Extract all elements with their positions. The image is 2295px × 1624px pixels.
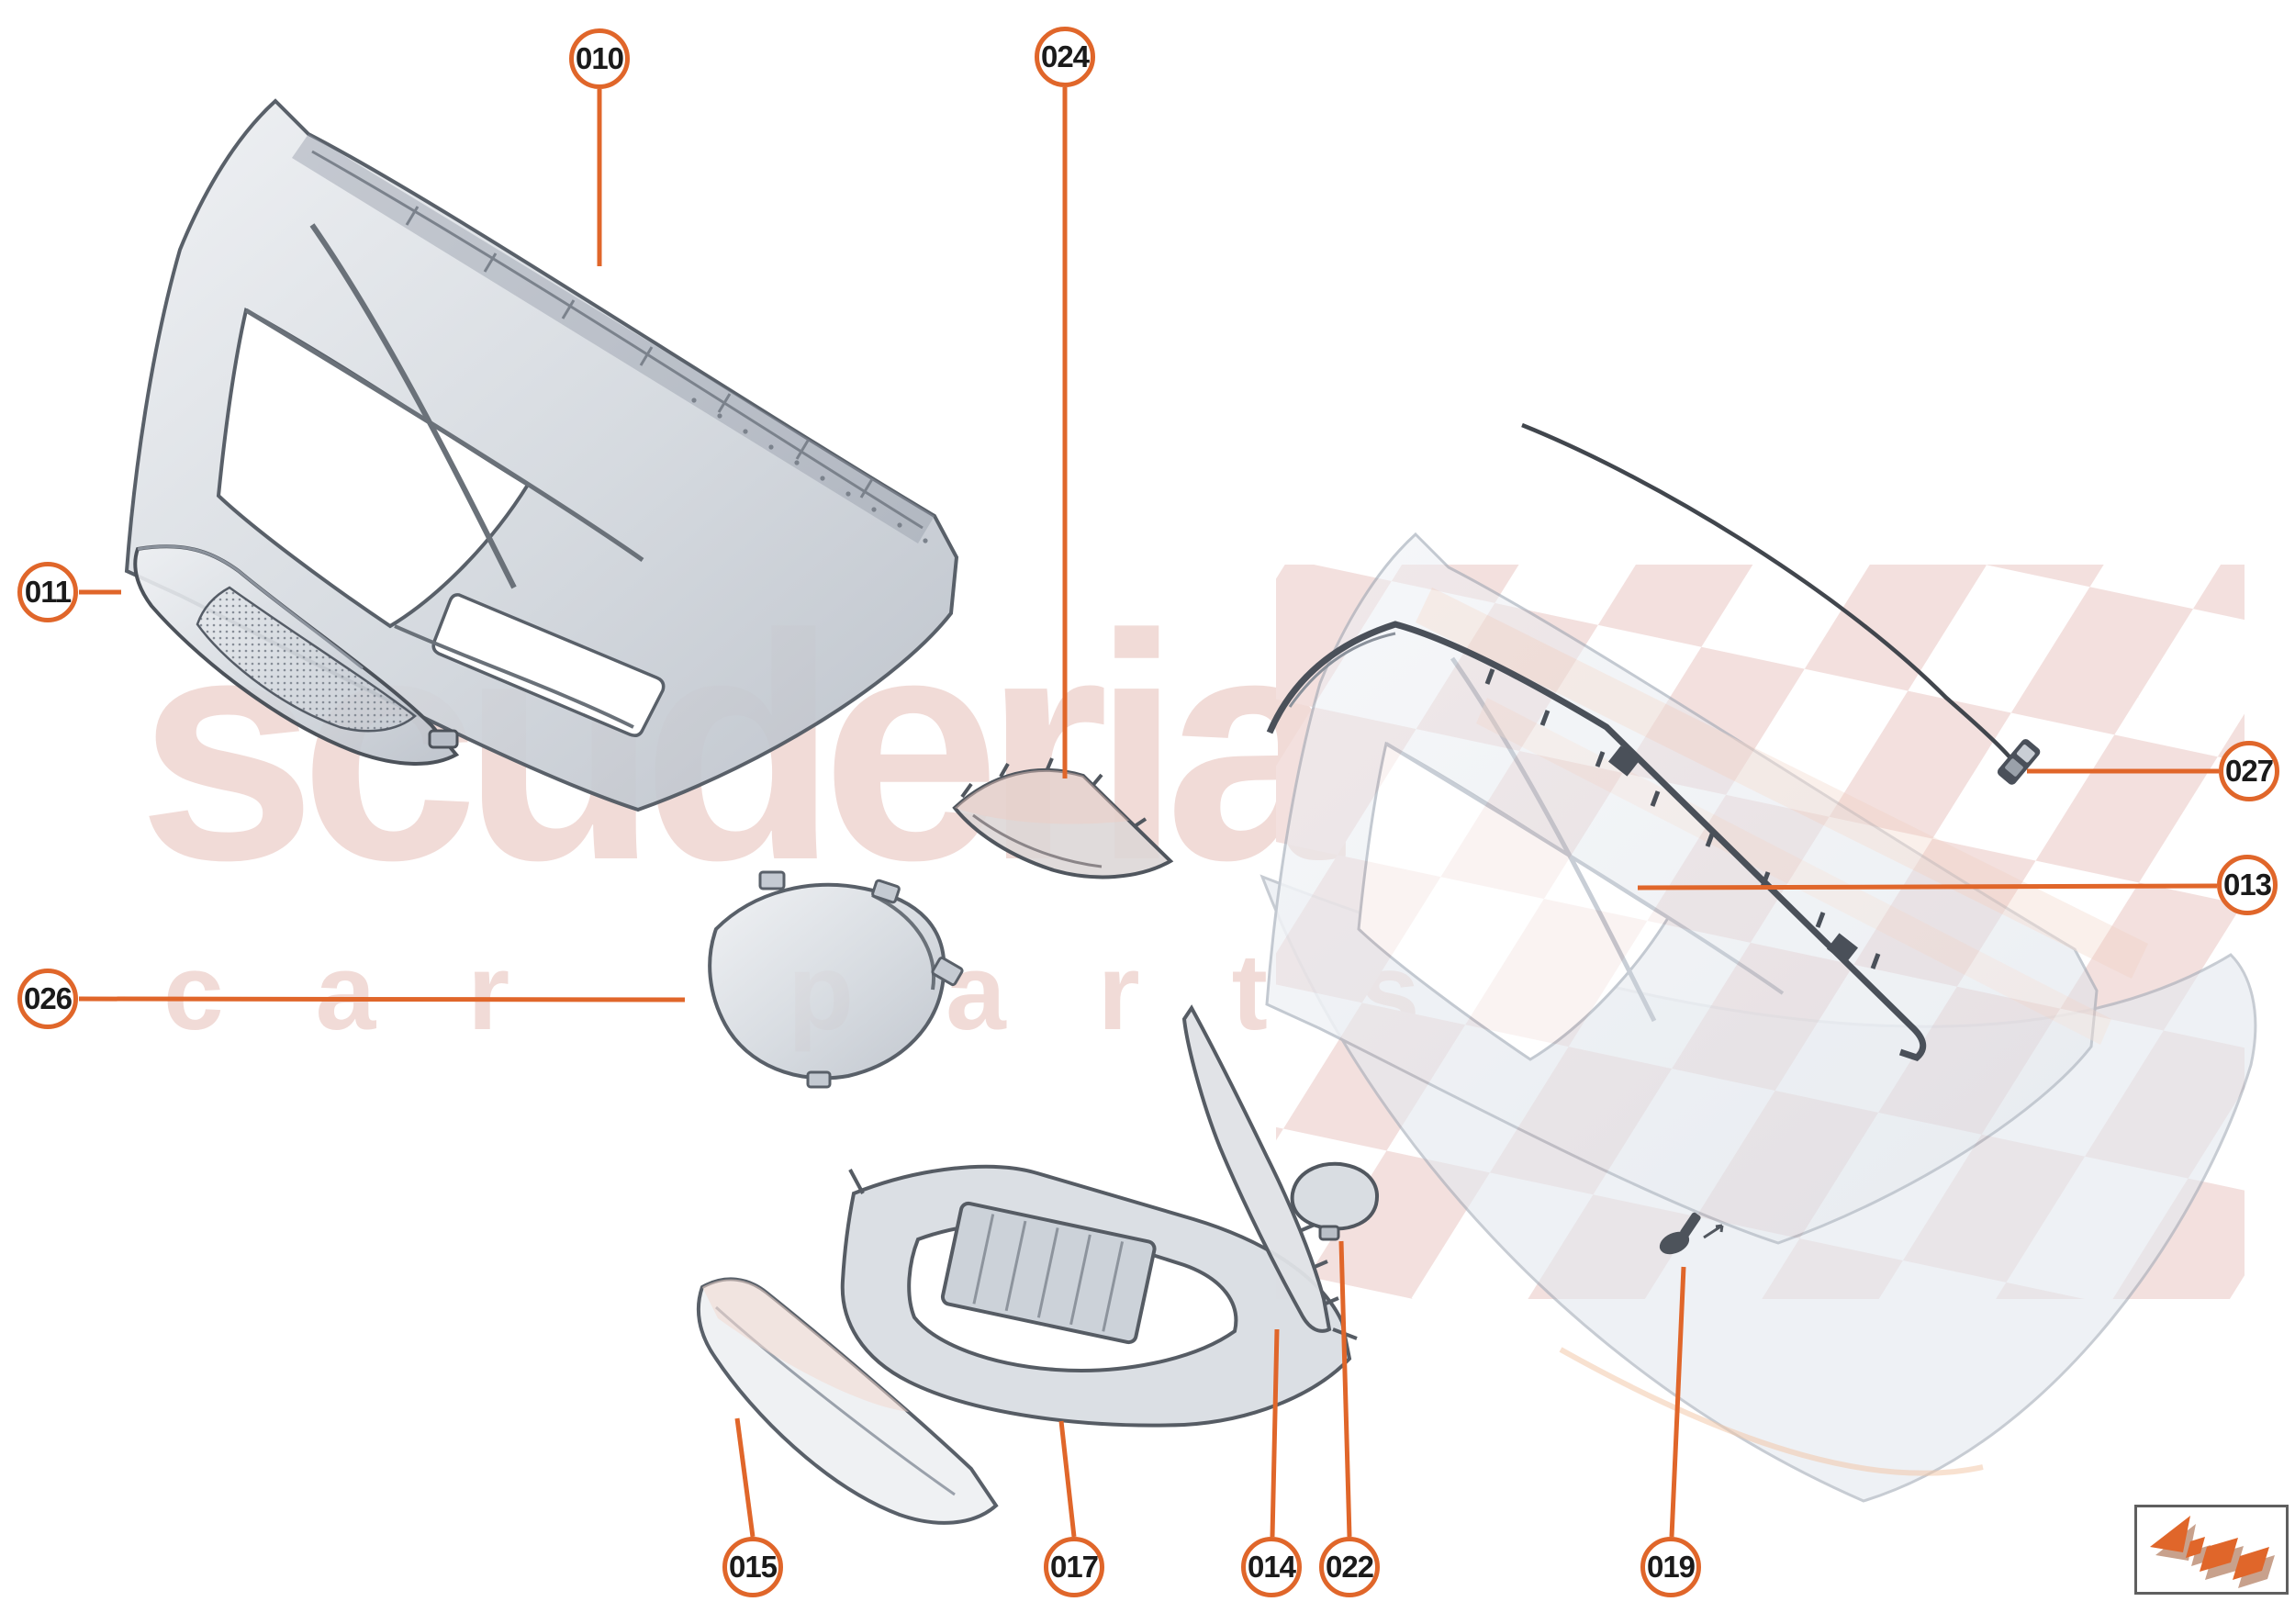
callout-014-label: 014 (1247, 1550, 1296, 1584)
part-026-tweeter-panel (708, 870, 964, 1089)
left-door-panel-drawing (124, 98, 959, 812)
callout-010[interactable]: 010 (569, 28, 630, 89)
callout-017[interactable]: 017 (1044, 1537, 1104, 1597)
part-019-clip (1659, 1212, 1724, 1255)
callout-leader-lines (78, 87, 2219, 1538)
watermark-word-car: car (163, 932, 602, 1053)
callout-024[interactable]: 024 (1035, 27, 1095, 87)
callout-019[interactable]: 019 (1640, 1537, 1701, 1597)
callout-022[interactable]: 022 (1319, 1537, 1380, 1597)
part-017-doorpull-frame (840, 1164, 1358, 1428)
callout-024-label: 024 (1040, 39, 1090, 73)
part-011-armrest-trim (133, 544, 460, 766)
part-015-blade-trim (696, 1277, 999, 1525)
part-022-cap (1290, 1161, 1379, 1241)
scuderia-arrow-icon (2150, 1516, 2275, 1588)
callout-022-label: 022 (1325, 1550, 1374, 1584)
callout-026[interactable]: 026 (17, 969, 78, 1029)
right-door-panel-ghost (1259, 532, 2257, 1503)
callout-011[interactable]: 011 (17, 562, 78, 622)
part-027-rod (1521, 422, 2041, 785)
callout-015[interactable]: 015 (722, 1537, 783, 1597)
callout-011-label: 011 (24, 575, 72, 609)
callout-014[interactable]: 014 (1241, 1537, 1302, 1597)
callout-010-label: 010 (575, 41, 624, 75)
callout-027-label: 027 (2224, 754, 2274, 788)
callout-015-label: 015 (728, 1550, 778, 1584)
callout-013-label: 013 (2222, 868, 2272, 902)
callout-017-label: 017 (1049, 1550, 1099, 1584)
callout-013[interactable]: 013 (2217, 855, 2278, 915)
part-013-trim-rail (1266, 621, 1927, 1061)
callout-019-label: 019 (1646, 1550, 1696, 1584)
part-024-mirror-trim (952, 757, 1174, 879)
brand-logo-box (2134, 1505, 2289, 1595)
callout-026-label: 026 (23, 981, 73, 1015)
callout-027[interactable]: 027 (2219, 741, 2279, 801)
